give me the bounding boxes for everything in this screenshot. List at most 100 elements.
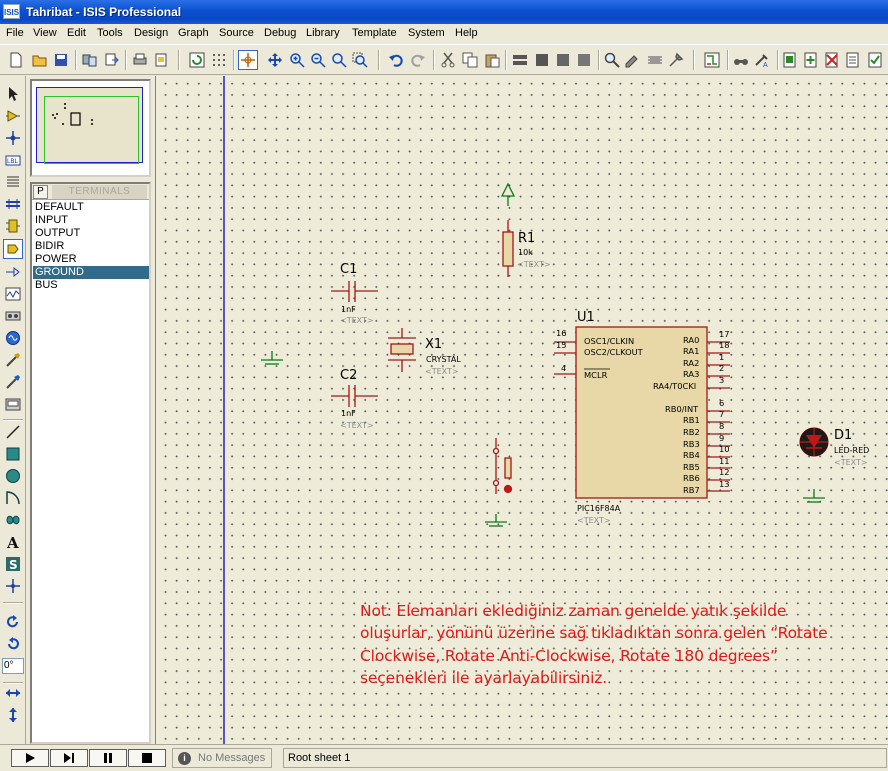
mirror-h-icon[interactable] xyxy=(3,683,23,703)
step-button[interactable] xyxy=(50,749,88,767)
grid-icon[interactable] xyxy=(209,50,229,70)
terminal-item-power[interactable]: POWER xyxy=(35,253,77,265)
generator-icon[interactable] xyxy=(3,328,23,348)
save-icon[interactable] xyxy=(51,50,71,70)
menu-template[interactable]: Template xyxy=(352,27,397,39)
terminal-item-bus[interactable]: BUS xyxy=(35,279,58,291)
bom-icon[interactable] xyxy=(843,50,863,70)
play-button[interactable] xyxy=(11,749,49,767)
refresh-icon[interactable] xyxy=(187,50,207,70)
zoom-out-icon[interactable] xyxy=(308,50,328,70)
menu-view[interactable]: View xyxy=(33,27,57,39)
terminal-item-default[interactable]: DEFAULT xyxy=(35,201,84,213)
terminal-item-ground[interactable]: GROUND xyxy=(33,266,149,279)
capacitor-c2[interactable] xyxy=(331,385,378,407)
print-icon[interactable] xyxy=(130,50,150,70)
terminal-item-output[interactable]: OUTPUT xyxy=(35,227,81,239)
power-terminal[interactable] xyxy=(500,182,516,206)
undo-icon[interactable] xyxy=(386,50,406,70)
block-move-icon[interactable] xyxy=(532,50,552,70)
capacitor-c1[interactable] xyxy=(331,281,378,302)
zoom-all-icon[interactable] xyxy=(329,50,349,70)
ic-u1[interactable] xyxy=(554,326,730,499)
wire-autorouter-icon[interactable] xyxy=(702,50,722,70)
export-icon[interactable] xyxy=(102,50,122,70)
terminal-icon[interactable] xyxy=(3,239,23,259)
ground-terminal-1[interactable] xyxy=(261,351,283,365)
menu-debug[interactable]: Debug xyxy=(264,27,297,39)
voltage-probe-icon[interactable] xyxy=(3,350,23,370)
new-sheet-icon[interactable] xyxy=(780,50,800,70)
schematic-canvas[interactable]: R1 10k <TEXT> C1 1nF <TEXT> C2 1nF <TEXT… xyxy=(155,76,888,744)
property-assign-icon[interactable]: A xyxy=(752,50,772,70)
crystal-x1[interactable] xyxy=(388,328,416,372)
terminal-item-bidir[interactable]: BIDIR xyxy=(35,240,65,252)
redo-icon[interactable] xyxy=(408,50,428,70)
virtual-instrument-icon[interactable] xyxy=(3,394,23,414)
current-probe-icon[interactable] xyxy=(3,372,23,392)
overview-window[interactable] xyxy=(30,79,151,177)
block-delete-icon[interactable] xyxy=(574,50,594,70)
menu-system[interactable]: System xyxy=(408,27,445,39)
box-icon[interactable] xyxy=(3,444,23,464)
block-copy-icon[interactable] xyxy=(510,50,530,70)
search-tag-icon[interactable] xyxy=(731,50,751,70)
remove-sheet-icon[interactable] xyxy=(822,50,842,70)
rotate-ccw-icon[interactable] xyxy=(3,634,23,654)
package-tool-icon[interactable] xyxy=(645,50,665,70)
circle-icon[interactable] xyxy=(3,466,23,486)
line-icon[interactable] xyxy=(3,422,23,442)
selection-icon[interactable] xyxy=(3,84,23,104)
pan-icon[interactable] xyxy=(265,50,285,70)
graph-icon[interactable] xyxy=(3,284,23,304)
menu-help[interactable]: Help xyxy=(455,27,478,39)
subcircuit-icon[interactable] xyxy=(3,216,23,236)
menu-edit[interactable]: Edit xyxy=(67,27,86,39)
symbol-icon[interactable]: S xyxy=(3,554,23,574)
block-rotate-icon[interactable] xyxy=(553,50,573,70)
pause-button[interactable] xyxy=(89,749,127,767)
rotate-cw-icon[interactable] xyxy=(3,612,23,632)
menu-graph[interactable]: Graph xyxy=(178,27,209,39)
terminal-item-input[interactable]: INPUT xyxy=(35,214,68,226)
open-folder-icon[interactable] xyxy=(30,50,50,70)
import-icon[interactable] xyxy=(80,50,100,70)
marker-icon[interactable] xyxy=(3,576,23,596)
wire-label-icon[interactable]: LBL xyxy=(3,150,23,170)
origin-icon[interactable] xyxy=(238,50,258,70)
mirror-v-icon[interactable] xyxy=(3,705,23,725)
add-sheet-icon[interactable] xyxy=(801,50,821,70)
menu-source[interactable]: Source xyxy=(219,27,254,39)
electrical-check-icon[interactable] xyxy=(865,50,885,70)
pick-device-icon[interactable] xyxy=(602,50,622,70)
copy-icon[interactable] xyxy=(460,50,480,70)
decompose-icon[interactable] xyxy=(666,50,686,70)
component-icon[interactable] xyxy=(3,106,23,126)
pick-devices-button[interactable]: P xyxy=(33,185,48,199)
stop-button[interactable] xyxy=(128,749,166,767)
make-device-icon[interactable] xyxy=(623,50,643,70)
text-script-icon[interactable] xyxy=(3,172,23,192)
new-file-icon[interactable] xyxy=(6,50,26,70)
cut-icon[interactable] xyxy=(438,50,458,70)
menu-library[interactable]: Library xyxy=(306,27,340,39)
path-icon[interactable] xyxy=(3,510,23,530)
arc-icon[interactable] xyxy=(3,488,23,508)
push-button[interactable] xyxy=(492,438,513,494)
tape-recorder-icon[interactable] xyxy=(3,306,23,326)
rotation-angle-field[interactable]: 0° xyxy=(2,658,24,674)
device-pin-icon[interactable] xyxy=(3,262,23,282)
menu-file[interactable]: File xyxy=(6,27,24,39)
zoom-area-icon[interactable] xyxy=(350,50,370,70)
menu-tools[interactable]: Tools xyxy=(97,27,123,39)
text-icon[interactable]: A xyxy=(3,532,23,552)
overview-viewport-frame[interactable] xyxy=(44,96,139,164)
print-area-icon[interactable] xyxy=(151,50,171,70)
messages-panel[interactable]: i No Messages xyxy=(172,748,272,768)
paste-icon[interactable] xyxy=(482,50,502,70)
led-d1[interactable] xyxy=(799,427,829,457)
menu-design[interactable]: Design xyxy=(134,27,169,39)
ground-terminal-3[interactable] xyxy=(803,489,825,503)
resistor-r1[interactable] xyxy=(502,220,514,277)
junction-icon[interactable] xyxy=(3,128,23,148)
